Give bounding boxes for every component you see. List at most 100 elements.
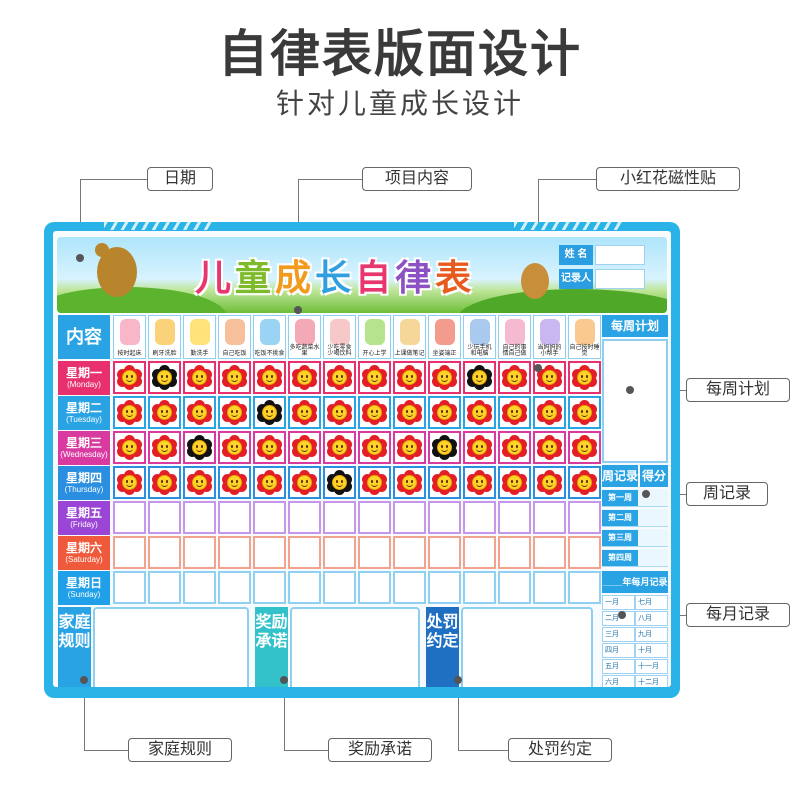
grid-cell[interactable]: [148, 396, 181, 429]
grid-cell[interactable]: [113, 571, 146, 604]
flower-sticker[interactable]: [502, 435, 527, 460]
week-row[interactable]: 第四周: [602, 549, 668, 567]
grid-cell[interactable]: [463, 466, 496, 499]
grid-cell[interactable]: [463, 431, 496, 464]
grid-cell[interactable]: [393, 396, 426, 429]
flower-sticker[interactable]: [292, 365, 317, 390]
grid-cell[interactable]: [148, 501, 181, 534]
grid-cell[interactable]: [113, 431, 146, 464]
flower-sticker[interactable]: [187, 435, 212, 460]
month-cell[interactable]: 十一月: [635, 659, 668, 674]
grid-cell[interactable]: [253, 361, 286, 394]
flower-sticker[interactable]: [362, 435, 387, 460]
grid-cell[interactable]: [498, 536, 531, 569]
flower-sticker[interactable]: [152, 365, 177, 390]
flower-sticker[interactable]: [467, 435, 492, 460]
grid-cell[interactable]: [568, 536, 601, 569]
flower-sticker[interactable]: [502, 400, 527, 425]
flower-sticker[interactable]: [537, 365, 562, 390]
grid-cell[interactable]: [183, 571, 216, 604]
grid-cell[interactable]: [288, 501, 321, 534]
grid-cell[interactable]: [568, 466, 601, 499]
flower-sticker[interactable]: [292, 470, 317, 495]
week-row[interactable]: 第一周: [602, 489, 668, 507]
name-input[interactable]: [595, 245, 645, 265]
grid-cell[interactable]: [533, 571, 566, 604]
grid-cell[interactable]: [218, 536, 251, 569]
flower-sticker[interactable]: [327, 435, 352, 460]
grid-cell[interactable]: [253, 501, 286, 534]
flower-sticker[interactable]: [362, 470, 387, 495]
grid-cell[interactable]: [288, 431, 321, 464]
grid-cell[interactable]: [498, 431, 531, 464]
grid-cell[interactable]: [183, 431, 216, 464]
flower-sticker[interactable]: [572, 435, 597, 460]
grid-cell[interactable]: [463, 501, 496, 534]
flower-sticker[interactable]: [152, 470, 177, 495]
family-rules-box[interactable]: [93, 607, 249, 687]
flower-sticker[interactable]: [502, 470, 527, 495]
flower-sticker[interactable]: [117, 365, 142, 390]
grid-cell[interactable]: [288, 536, 321, 569]
grid-cell[interactable]: [463, 536, 496, 569]
flower-sticker[interactable]: [362, 400, 387, 425]
flower-sticker[interactable]: [222, 435, 247, 460]
recorder-input[interactable]: [595, 269, 645, 289]
grid-cell[interactable]: [323, 431, 356, 464]
grid-cell[interactable]: [148, 571, 181, 604]
grid-cell[interactable]: [568, 361, 601, 394]
grid-cell[interactable]: [358, 396, 391, 429]
flower-sticker[interactable]: [502, 365, 527, 390]
grid-cell[interactable]: [148, 536, 181, 569]
grid-cell[interactable]: [533, 466, 566, 499]
grid-cell[interactable]: [113, 361, 146, 394]
grid-cell[interactable]: [498, 466, 531, 499]
grid-cell[interactable]: [393, 536, 426, 569]
grid-cell[interactable]: [183, 536, 216, 569]
grid-cell[interactable]: [148, 431, 181, 464]
grid-cell[interactable]: [498, 361, 531, 394]
grid-cell[interactable]: [463, 571, 496, 604]
flower-sticker[interactable]: [327, 400, 352, 425]
flower-sticker[interactable]: [467, 470, 492, 495]
grid-cell[interactable]: [498, 571, 531, 604]
grid-cell[interactable]: [358, 361, 391, 394]
grid-cell[interactable]: [393, 431, 426, 464]
grid-cell[interactable]: [183, 396, 216, 429]
week-row[interactable]: 第二周: [602, 509, 668, 527]
month-cell[interactable]: 三月: [602, 627, 635, 642]
grid-cell[interactable]: [393, 501, 426, 534]
grid-cell[interactable]: [323, 396, 356, 429]
flower-sticker[interactable]: [397, 435, 422, 460]
grid-cell[interactable]: [183, 361, 216, 394]
grid-cell[interactable]: [323, 536, 356, 569]
flower-sticker[interactable]: [117, 400, 142, 425]
grid-cell[interactable]: [393, 466, 426, 499]
month-cell[interactable]: 九月: [635, 627, 668, 642]
grid-cell[interactable]: [428, 501, 461, 534]
grid-cell[interactable]: [568, 396, 601, 429]
grid-cell[interactable]: [323, 501, 356, 534]
flower-sticker[interactable]: [257, 435, 282, 460]
month-cell[interactable]: 五月: [602, 659, 635, 674]
flower-sticker[interactable]: [222, 470, 247, 495]
grid-cell[interactable]: [358, 431, 391, 464]
grid-cell[interactable]: [428, 536, 461, 569]
month-cell[interactable]: 六月: [602, 675, 635, 687]
reward-box[interactable]: [290, 607, 420, 687]
grid-cell[interactable]: [323, 466, 356, 499]
flower-sticker[interactable]: [537, 435, 562, 460]
grid-cell[interactable]: [358, 536, 391, 569]
grid-cell[interactable]: [358, 466, 391, 499]
grid-cell[interactable]: [463, 396, 496, 429]
grid-cell[interactable]: [148, 466, 181, 499]
grid-cell[interactable]: [218, 431, 251, 464]
grid-cell[interactable]: [113, 501, 146, 534]
flower-sticker[interactable]: [152, 435, 177, 460]
flower-sticker[interactable]: [117, 470, 142, 495]
flower-sticker[interactable]: [222, 400, 247, 425]
grid-cell[interactable]: [218, 361, 251, 394]
flower-sticker[interactable]: [152, 400, 177, 425]
flower-sticker[interactable]: [187, 400, 212, 425]
grid-cell[interactable]: [253, 536, 286, 569]
